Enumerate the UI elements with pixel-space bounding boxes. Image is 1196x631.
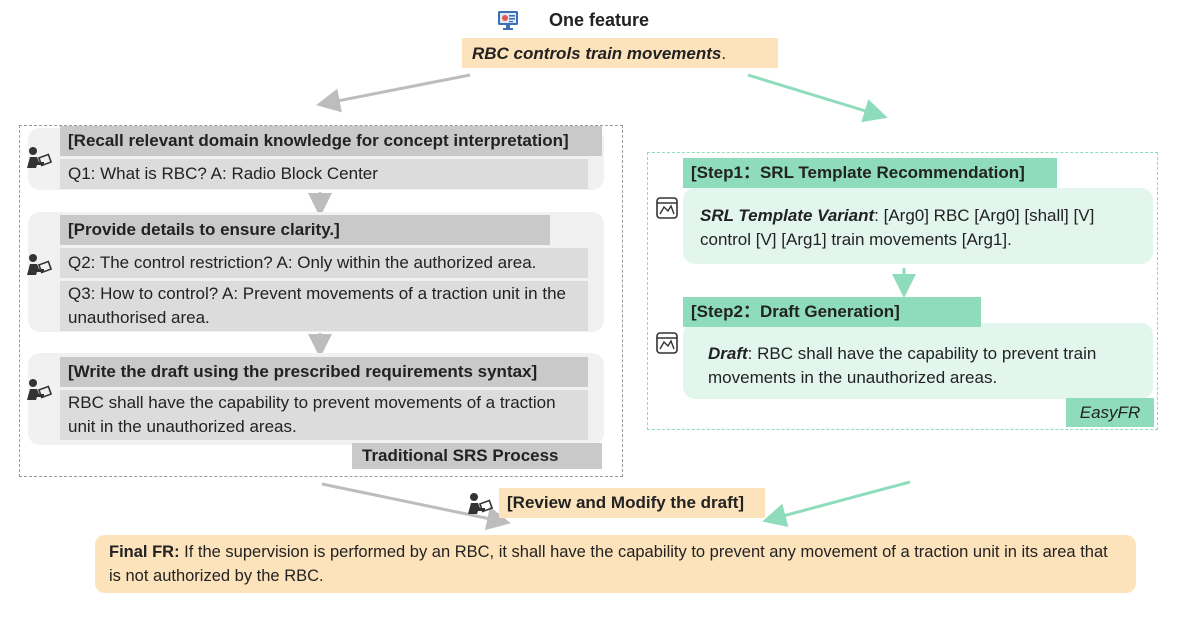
trad-q3: Q3: How to control? A: Prevent movements… (60, 281, 588, 331)
review-box: [Review and Modify the draft] (499, 488, 765, 518)
easyfr-step1-card (683, 188, 1153, 264)
feature-title: One feature (549, 10, 650, 30)
draft-body: : RBC shall have the capability to preve… (708, 344, 1097, 387)
final-fr-label: Final FR: (109, 543, 180, 561)
easyfr-panel (647, 152, 1158, 430)
person-reading-icon (26, 253, 53, 277)
person-reading-icon (467, 492, 494, 516)
trad-step3-header: [Write the draft using the prescribed re… (60, 357, 588, 387)
trad-q1: Q1: What is RBC? A: Radio Block Center (60, 159, 588, 189)
feature-text-end: . (721, 44, 727, 63)
easyfr-step1-header: [Step1：SRL Template Recommendation] (683, 158, 1057, 188)
trad-q2: Q2: The control restriction? A: Only wit… (60, 248, 588, 278)
easyfr-step2-card (683, 323, 1153, 399)
arrow-feature-to-easyfr (747, 73, 888, 123)
trad-draft: RBC shall have the capability to prevent… (60, 390, 588, 440)
person-reading-icon (26, 146, 53, 170)
easyfr-label: EasyFR (1066, 398, 1154, 427)
arrow-traditional-to-review (321, 482, 511, 531)
trad-step1-header: [Recall relevant domain knowledge for co… (60, 126, 602, 156)
arrow-easyfr-to-review (762, 480, 911, 527)
final-fr-text: If the supervision is performed by an RB… (109, 543, 1108, 585)
traditional-panel (19, 125, 623, 477)
traditional-label: Traditional SRS Process (352, 443, 602, 469)
final-fr-box: Final FR: If the supervision is performe… (95, 535, 1136, 593)
trad-step2-header: [Provide details to ensure clarity.] (60, 215, 550, 245)
easyfr-step1-text: SRL Template Variant: [Arg0] RBC [Arg0] … (700, 204, 1140, 252)
srl-variant-body: : [Arg0] RBC [Arg0] [shall] [V] control … (700, 206, 1095, 249)
draft-label: Draft (708, 344, 748, 363)
easyfr-step2-header: [Step2：Draft Generation] (683, 297, 981, 327)
arrow-feature-to-traditional (316, 73, 471, 113)
chart-document-icon (655, 331, 679, 355)
person-reading-icon (26, 378, 53, 402)
chart-document-icon (655, 196, 679, 220)
easyfr-step2-text: Draft: RBC shall have the capability to … (708, 342, 1138, 390)
srl-variant-label: SRL Template Variant (700, 206, 875, 225)
monitor-icon (496, 8, 520, 32)
feature-text: RBC controls train movements (472, 44, 722, 63)
feature-box: RBC controls train movements. (462, 38, 778, 68)
